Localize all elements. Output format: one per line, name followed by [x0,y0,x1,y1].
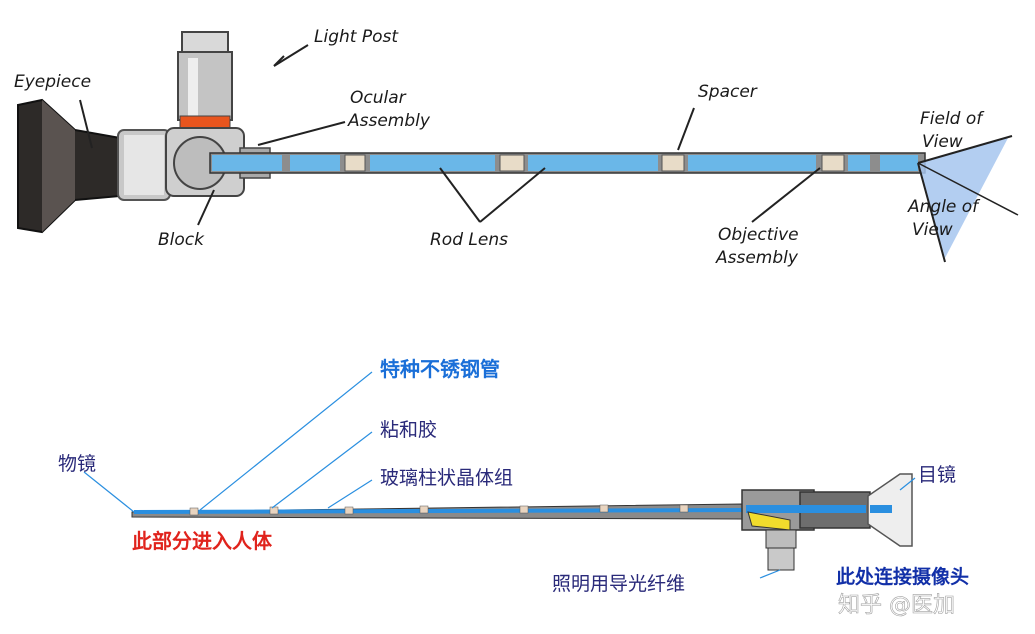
bottom-light-post [767,547,795,571]
spacer-1 [344,154,366,172]
bottom-handle-lens [746,505,866,513]
bottom-spacer-5 [519,505,529,514]
bottom-spacer-4 [419,505,429,514]
objective-lens-1 [848,155,870,171]
bottom-light-post-top [765,529,797,549]
fov-edge-bottom [917,162,946,263]
label-eyepiece: Eyepiece [14,72,91,92]
label-ocular-1: Ocular [350,88,407,108]
rod-lens-2 [370,155,495,171]
objective-pointer [751,167,821,223]
bottom-spacer-7 [679,504,689,513]
spacer-4 [821,154,845,172]
label-glue: 粘和胶 [380,419,437,441]
bottom-spacer-2 [269,506,279,515]
angle-line [917,162,1019,216]
rod-lens-3 [528,155,658,171]
label-light-post: Light Post [314,27,399,47]
light-post-arrowhead [273,55,285,67]
label-rod-lens-group: 玻璃柱状晶体组 [380,467,513,489]
label-objective-1: Objective [718,225,799,245]
top-endoscope-illustration: Eyepiece Light Post Ocular Assembly Spac… [14,27,1019,268]
label-rod-lens: Rod Lens [430,230,508,250]
light-post-arrow [273,44,309,67]
light-post-body [177,51,233,121]
rod-lens-group-leader [327,479,373,509]
eyepiece-ring-highlight [124,135,164,195]
bottom-spacer-3 [344,506,354,515]
eyepiece-cup-inner [42,100,75,232]
watermark: 知乎 @医加 [838,593,955,618]
steel-tube-leader [199,371,373,511]
bottom-shaft-lens-line [133,508,743,514]
light-post-shine [188,58,198,118]
ocular-lens [212,155,282,171]
label-field-of-view-2: View [922,132,963,152]
label-angle-of-view-2: View [912,220,953,240]
spacer-3 [661,154,685,172]
fov-edge-top [917,135,1013,164]
block-pointer [197,189,215,226]
bottom-endoscope-illustration: 特种不锈钢管 粘和胶 物镜 玻璃柱状晶体组 此部分进入人体 目镜 此处连接摄像头… [58,357,969,595]
objective-leader [83,471,135,513]
rod-lens-4 [688,155,816,171]
glue-leader [271,431,373,509]
label-angle-of-view-1: Angle of [907,197,981,217]
ocular-pointer [257,121,346,146]
bottom-eyepiece-lens [870,505,892,513]
label-objective-lens: 物镜 [58,453,96,475]
field-of-view-cone [918,138,1008,258]
bottom-spacer-1 [189,507,199,516]
objective-lens-2 [880,155,918,171]
rod-lens-1 [290,155,340,171]
rod-lens-pointer-1 [439,167,481,223]
light-post-cap [181,31,229,53]
fiber-leader [759,569,781,579]
label-fiber: 照明用导光纤维 [552,573,685,595]
rod-lens-pointer-2 [479,167,546,223]
bottom-spacer-6 [599,504,609,513]
label-spacer: Spacer [698,82,758,102]
label-steel-tube: 特种不锈钢管 [380,357,500,381]
label-block: Block [158,230,205,250]
eyepiece-pointer [79,99,93,149]
label-camera-connect: 此处连接摄像头 [836,565,969,588]
eyepiece-leader [899,477,916,491]
label-objective-2: Assembly [715,248,799,268]
label-eyepiece-zh: 目镜 [918,464,956,486]
label-insert-body: 此部分进入人体 [132,529,273,553]
label-field-of-view-1: Field of [920,109,985,129]
spacer-2 [499,154,525,172]
label-ocular-2: Assembly [347,111,431,131]
light-post-orange-band [179,115,231,129]
spacer-pointer [677,107,695,151]
